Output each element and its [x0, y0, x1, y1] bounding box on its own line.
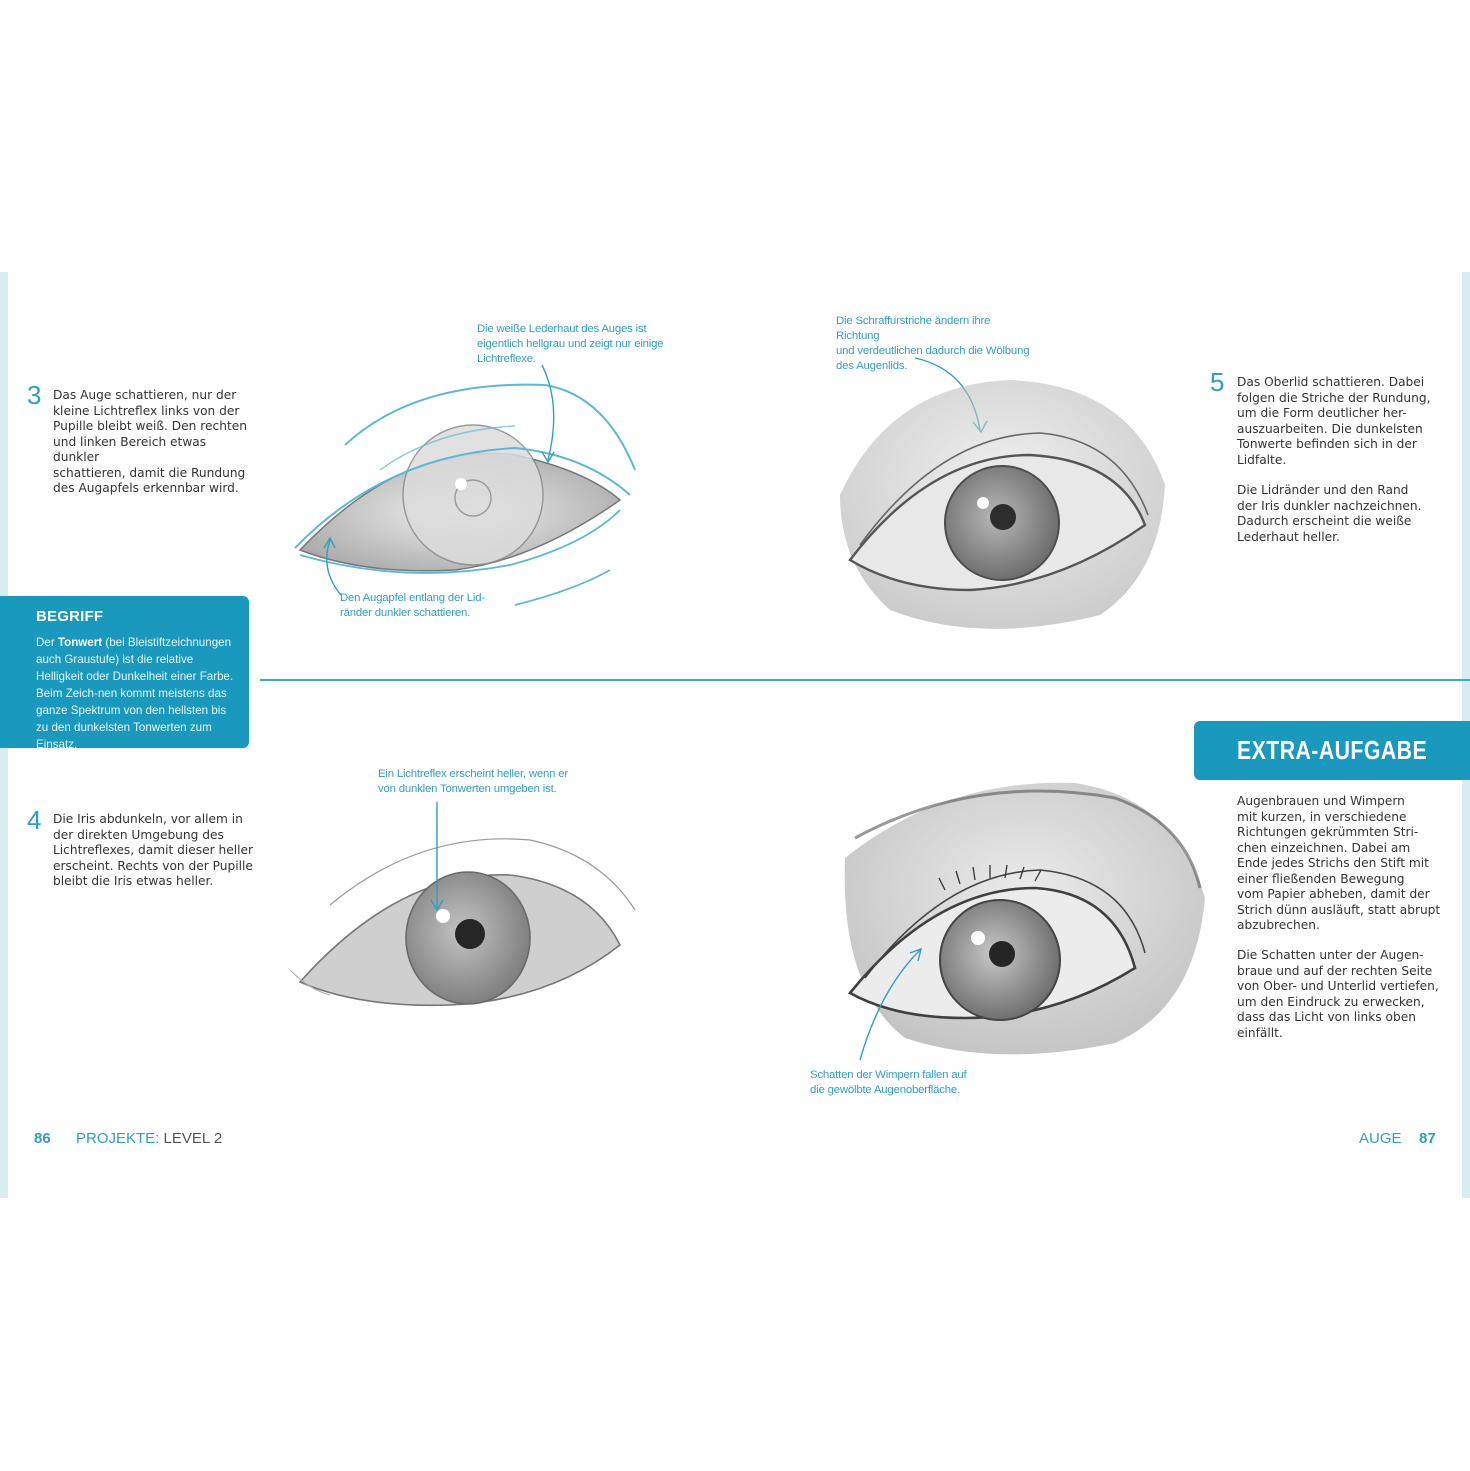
page-number-right: 87 — [1419, 1130, 1436, 1147]
eye-sketch-step-5 — [840, 380, 1165, 629]
callout-lid-edge: Den Augapfel entlang der Lid- ränder dun… — [340, 592, 485, 619]
running-head-right: AUGE — [1359, 1130, 1402, 1147]
extra-task-banner: EXTRA-AUFGABE — [1194, 721, 1470, 780]
section-divider — [260, 679, 1470, 681]
callout-arrow-sclera — [541, 364, 555, 464]
eye-sketch-step-4 — [290, 838, 636, 1007]
definition-term: Tonwert — [57, 636, 103, 649]
callout-lashes: Schatten der Wimpern fallen auf die gewö… — [810, 1069, 967, 1096]
callout-sclera: Die weiße Lederhaut des Auges ist eigent… — [477, 323, 664, 365]
running-head-section: PROJEKTE: — [76, 1130, 160, 1147]
page-number-left: 86 — [34, 1130, 51, 1147]
definition-lead: Der — [36, 636, 58, 649]
extra-task-text-1: Augenbrauen und Wimpern mit kurzen, in v… — [1237, 794, 1441, 932]
definition-text: (bei Bleistiftzeichnungen auch Graustufe… — [36, 636, 234, 751]
extra-task-title: EXTRA-AUFGABE — [1237, 735, 1428, 765]
eye-sketch-step-3 — [294, 383, 636, 606]
callout-arrow-lid-edge — [323, 536, 342, 596]
step-4-text: Die Iris abdunkeln, vor allem in der dir… — [53, 812, 253, 888]
callout-hatching: Die Schraffurstriche ändern ihre Richtun… — [836, 315, 1030, 372]
step-5-text-2: Die Lidränder und den Rand der Iris dunk… — [1237, 483, 1422, 544]
eye-sketch-extra-task — [844, 782, 1205, 1055]
step-4-number: 4 — [27, 805, 42, 835]
step-5-text-1: Das Oberlid schattieren. Dabei folgen di… — [1237, 375, 1431, 467]
extra-task-text-2: Die Schatten unter der Augen- braue und … — [1237, 948, 1439, 1040]
running-head-level: LEVEL 2 — [159, 1130, 223, 1147]
definition-box: BEGRIFF Der Tonwert (bei Bleistiftzeichn… — [0, 596, 249, 751]
step-5-number: 5 — [1210, 367, 1225, 397]
callout-arrow-reflex — [430, 802, 444, 912]
step-3-text: Das Auge schattieren, nur der kleine Lic… — [53, 388, 247, 495]
running-head-left: PROJEKTE: LEVEL 2 — [76, 1130, 222, 1147]
definition-title: BEGRIFF — [36, 608, 104, 625]
callout-reflex: Ein Lichtreflex erscheint heller, wenn e… — [378, 768, 568, 795]
callout-arrow-lashes — [859, 947, 922, 1061]
definition-body: Der Tonwert (bei Bleistiftzeichnungen au… — [36, 634, 236, 753]
step-3-number: 3 — [27, 380, 42, 410]
